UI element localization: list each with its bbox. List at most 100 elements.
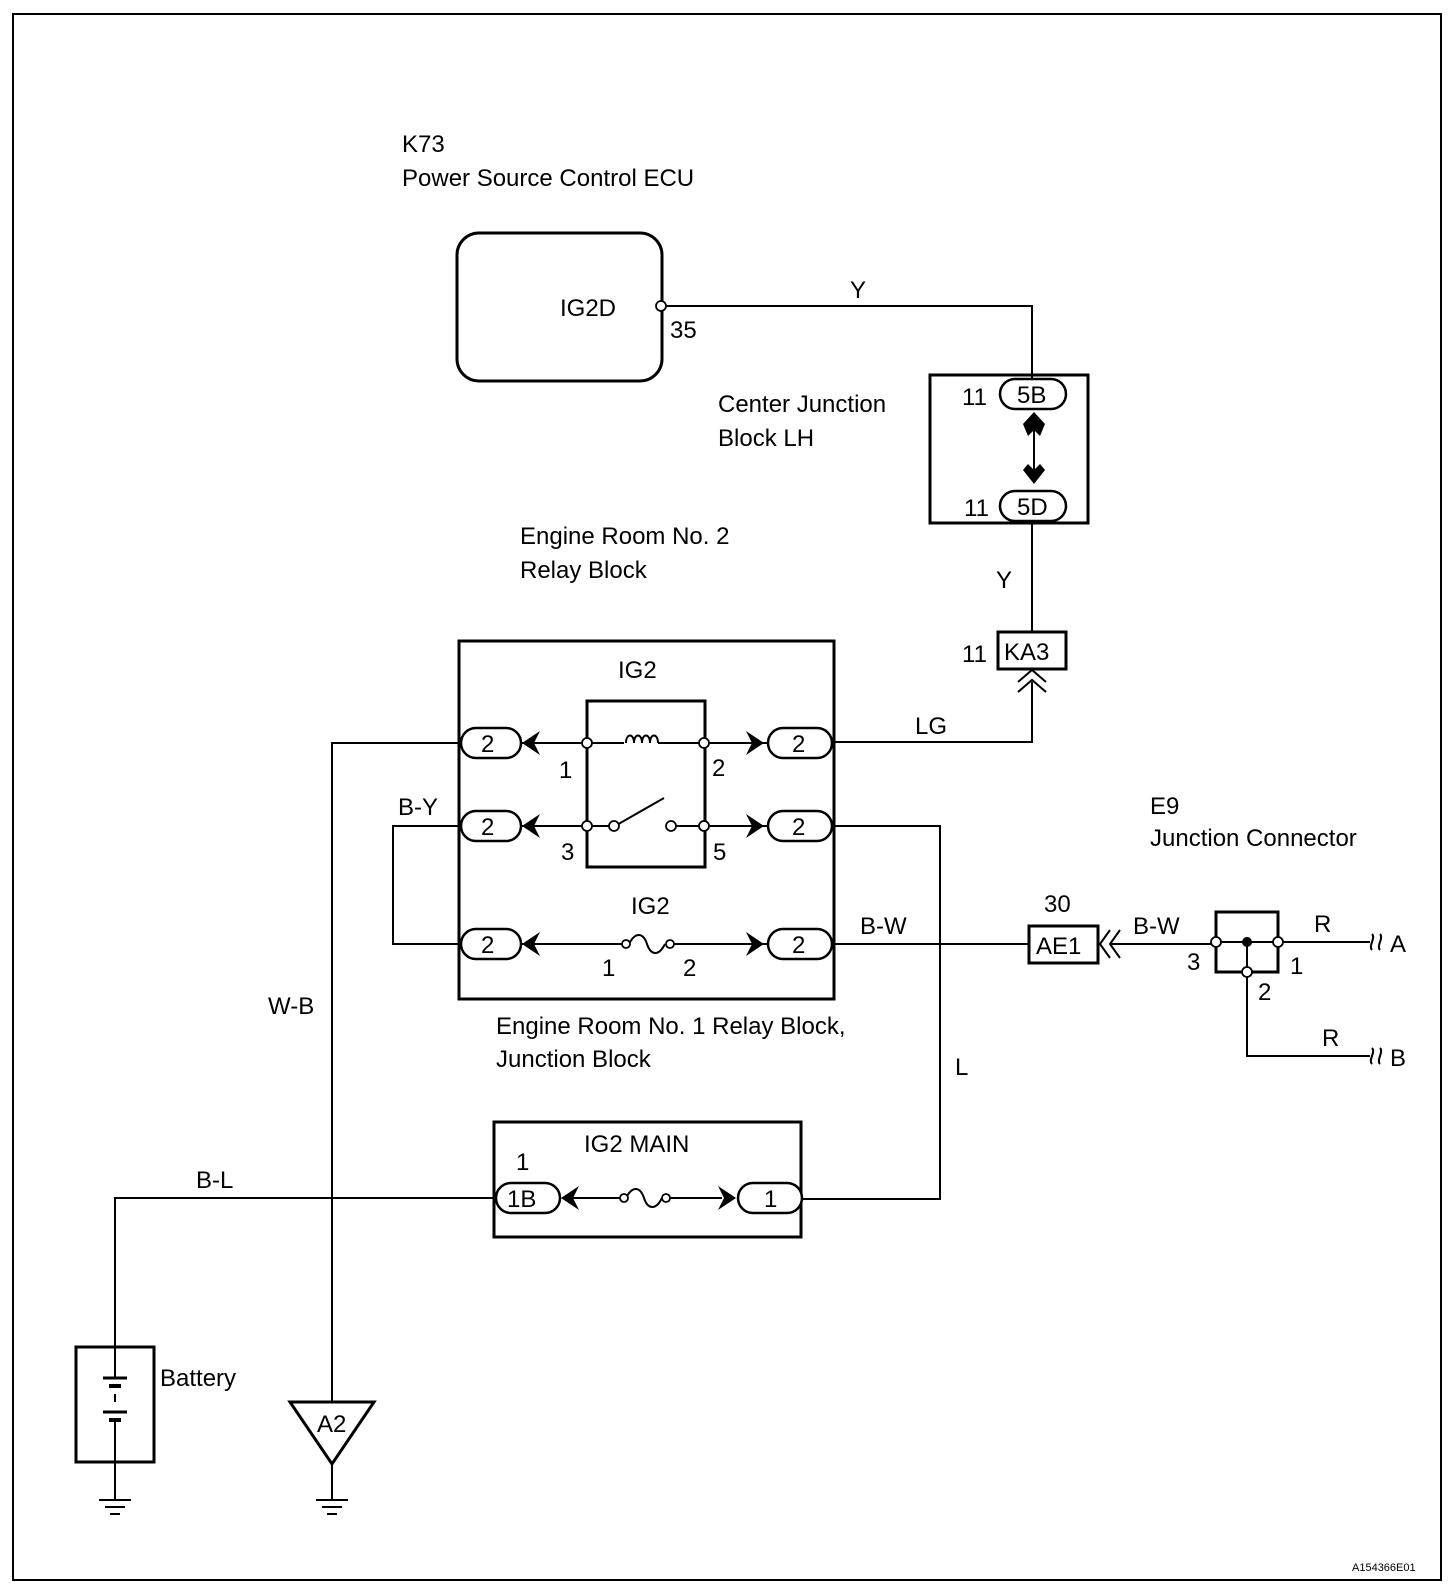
wire-label-lg: LG [915, 713, 947, 740]
center-jb-pin-top: 11 [962, 384, 987, 411]
center-jb-arrow-down [1023, 464, 1045, 484]
conn-right-1-label: 2 [792, 731, 805, 758]
conn-left-3-label: 2 [481, 932, 494, 959]
wire-label-w-b: W-B [268, 993, 314, 1020]
ecu-pin-35: 35 [670, 317, 697, 344]
conn-right-1-arrow [746, 731, 764, 755]
conn-left-1-arrow [522, 731, 540, 755]
ae1-label: AE1 [1036, 933, 1081, 960]
conn-left-2 [459, 809, 523, 843]
center-jb-conn-5b [998, 377, 1068, 411]
ground-a2-icon [316, 1499, 348, 1515]
fuse-ig2-pin2: 2 [683, 955, 696, 982]
ig2-main-fuse-dot-left [619, 1193, 629, 1203]
center-jb-conn-5b-label: 5B [1017, 382, 1046, 409]
ka3-plug-chevrons [1017, 668, 1047, 693]
relay-pin1-dot [581, 737, 593, 749]
fuse-ig2-dot-right [665, 939, 675, 949]
ecu-name: Power Source Control ECU [402, 165, 694, 192]
e9-junction-dot [1242, 937, 1252, 947]
center-jb-name-1: Center Junction [718, 391, 886, 418]
wire-w-b [331, 742, 459, 1411]
conn-right-3 [766, 927, 834, 961]
center-jb-pin-bottom: 11 [964, 495, 989, 522]
wire-y-top [666, 305, 1033, 384]
relay-block-2-name-2: Relay Block [520, 557, 648, 584]
ig2-main-fuse-dot-right [661, 1193, 671, 1203]
wire-label-b-l: B-L [196, 1167, 233, 1194]
e9-code: E9 [1150, 793, 1179, 820]
wire-label-b-w-left: B-W [860, 913, 907, 940]
wire-lg [834, 682, 1033, 743]
relay-block-1-name-2: Junction Block [496, 1046, 652, 1073]
conn-right-3-arrow [746, 932, 764, 956]
e9-pin3: 3 [1187, 949, 1200, 976]
ka3-pin: 11 [962, 641, 987, 668]
wire-b-y [392, 825, 459, 945]
endpoint-a: A [1390, 931, 1406, 958]
endpoint-b: B [1390, 1045, 1406, 1072]
conn-left-2-label: 2 [481, 814, 494, 841]
wire-l [803, 825, 941, 1200]
ig2-main-name: IG2 MAIN [584, 1131, 689, 1158]
center-jb-name-2: Block LH [718, 425, 814, 452]
ae1-box [1027, 924, 1100, 965]
ecu-terminal-dot [655, 300, 667, 312]
relay-box [585, 699, 707, 869]
wire-label-y-bottom: Y [996, 567, 1012, 594]
relay-pin2-dot [698, 737, 710, 749]
relay-pin1: 1 [559, 757, 572, 784]
wire-b-l [114, 1197, 494, 1347]
continuation-mark-a [1369, 933, 1383, 951]
ecu-terminal-ig2d: IG2D [560, 295, 616, 322]
ground-a2-label: A2 [317, 1411, 346, 1438]
conn-right-3-label: 2 [792, 932, 805, 959]
relay-switch-pivot [608, 820, 620, 832]
e9-name: Junction Connector [1150, 825, 1357, 852]
ig2-main-conn-1-label: 1 [764, 1186, 777, 1213]
e9-pin1: 1 [1290, 953, 1303, 980]
relay-coil-icon [625, 734, 659, 744]
fuse-ig2-name: IG2 [631, 893, 670, 920]
ig2-main-fuse-icon [625, 1188, 663, 1208]
e9-pin2: 2 [1258, 979, 1271, 1006]
relay-block-2-name-1: Engine Room No. 2 [520, 523, 729, 550]
relay-pin2: 2 [712, 755, 725, 782]
fuse-ig2-dot-left [621, 939, 631, 949]
ig2-main-conn-1b-label: 1B [507, 1186, 536, 1213]
center-jb-conn-5d [998, 489, 1068, 523]
ig2-main-conn-1 [736, 1181, 804, 1215]
relay-pin5-dot [698, 820, 710, 832]
battery-name: Battery [160, 1365, 236, 1392]
ecu-code: K73 [402, 131, 445, 158]
e9-pin1-dot [1272, 936, 1284, 948]
relay-block-left-connectors: 2 2 2 [459, 726, 540, 961]
relay-pin3: 3 [561, 839, 574, 866]
wire-label-r-top: R [1314, 911, 1331, 938]
relay-block-1-box [457, 639, 836, 1001]
conn-left-2-arrow [522, 814, 540, 838]
ae1-pin: 30 [1044, 891, 1071, 918]
relay-block-1-name-1: Engine Room No. 1 Relay Block, [496, 1013, 846, 1040]
e9-pin3-dot [1210, 936, 1222, 948]
wire-label-r-bottom: R [1322, 1025, 1339, 1052]
continuation-mark-b [1369, 1047, 1383, 1065]
wire-label-b-w-right: B-W [1133, 913, 1180, 940]
battery-ground-icon [99, 1499, 131, 1515]
center-jb-conn-5d-label: 5D [1017, 494, 1048, 521]
center-jb-box [928, 373, 1090, 525]
fuse-ig2-pin1: 1 [602, 955, 615, 982]
ig2-main-arrow-left [561, 1186, 579, 1210]
relay-pin5: 5 [713, 839, 726, 866]
conn-right-2-label: 2 [792, 814, 805, 841]
e9-pin2-dot [1241, 966, 1253, 978]
relay-switch-open-contact [665, 820, 677, 832]
ig2-main-box [492, 1120, 803, 1239]
ka3-label: KA3 [1004, 639, 1049, 666]
fuse-ig2-icon [628, 934, 666, 954]
ground-a2-triangle [287, 1400, 377, 1467]
battery-icon [103, 1347, 127, 1462]
conn-right-2-arrow [746, 814, 764, 838]
conn-right-1 [766, 726, 834, 760]
